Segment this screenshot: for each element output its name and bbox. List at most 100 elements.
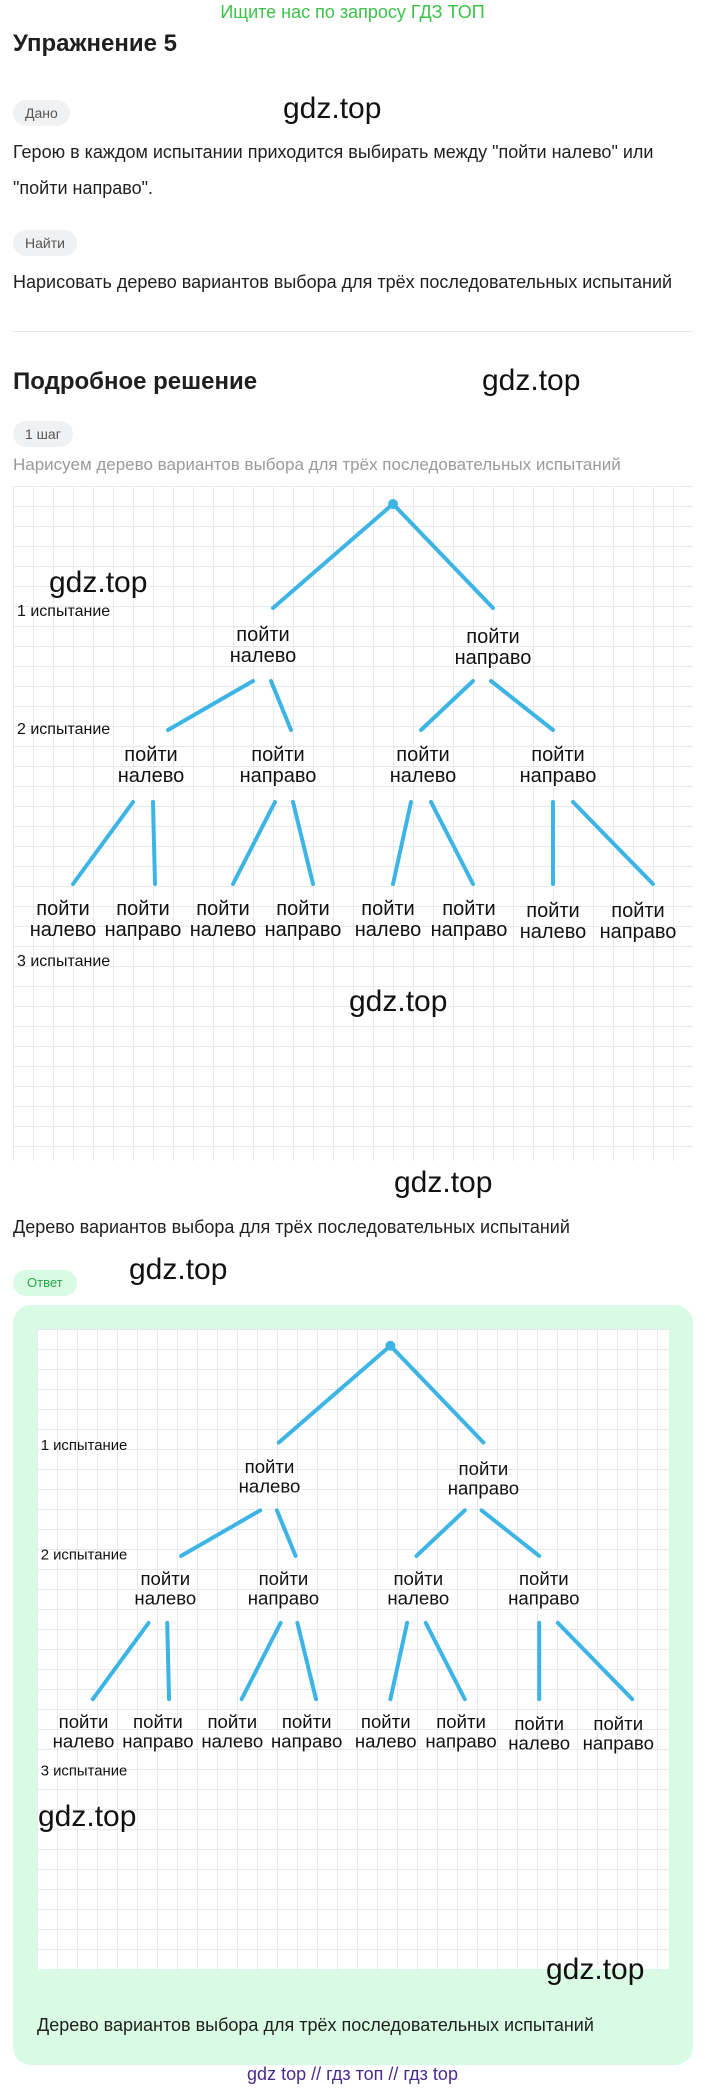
step-label: 1 шаг [13, 421, 73, 447]
exercise-title: Упражнение 5 [13, 30, 177, 57]
leaf-lrl-word-dir: налево [201, 1731, 263, 1752]
branch-line [71, 800, 135, 886]
branch-line [165, 1620, 172, 1702]
leaf-rlr-word-go: пойти [442, 898, 495, 920]
branch-line [489, 679, 555, 732]
leaf-lll-word-go: пойти [59, 1711, 109, 1732]
answer-caption: Дерево вариантов выбора для трёх последо… [37, 2015, 594, 2035]
leaf-rlr-word-dir: направо [431, 919, 508, 941]
leaf-rrl-word-go: пойти [526, 900, 579, 922]
node-left-left-word-dir: налево [134, 1587, 196, 1608]
branch-line [419, 679, 475, 732]
given-text-line-2: "пойти направо". [13, 178, 153, 198]
node-right-left-word-go: пойти [396, 744, 449, 766]
tree-svg: пойтиналевопойтинаправопойтиналевопойтин… [41, 1340, 654, 1779]
leaf-lrr-word-dir: направо [265, 919, 342, 941]
step-text: Нарисуем дерево вариантов выбора для трё… [13, 455, 621, 474]
node-left-right-word-dir: направо [248, 1587, 319, 1608]
leaf-llr-word-go: пойти [116, 898, 169, 920]
watermark: gdz.top [349, 985, 448, 1018]
branch-line [391, 800, 413, 886]
node-right-word-dir: направо [455, 647, 532, 669]
node-right-left-word-dir: налево [387, 1587, 449, 1608]
node-left-word-go: пойти [236, 624, 289, 646]
leaf-rrl-word-dir: налево [508, 1732, 570, 1753]
branch-line [166, 679, 255, 732]
leaf-rll-word-go: пойти [361, 898, 414, 920]
leaf-rll-word-go: пойти [361, 1711, 411, 1732]
trial-1-label: 1 испытание [41, 1438, 128, 1454]
root-node [385, 1340, 396, 1351]
trial-2-label: 2 испытание [17, 721, 110, 738]
branch-line [295, 1620, 318, 1702]
node-right-left-word-go: пойти [393, 1568, 443, 1589]
node-right-word-go: пойти [459, 1458, 509, 1479]
node-left-left-word-go: пойти [124, 744, 177, 766]
footer-links[interactable]: gdz top // гдз топ // гдз top [247, 2064, 458, 2084]
branch-line [231, 800, 277, 886]
root-node [388, 499, 398, 509]
node-left-left-word-go: пойти [140, 1568, 190, 1589]
solution-title: Подробное решение [13, 368, 258, 395]
node-left-word-dir: налево [230, 645, 296, 667]
node-right-right-word-dir: направо [520, 765, 597, 787]
top-banner[interactable]: Ищите нас по запросу ГДЗ ТОП [220, 2, 485, 22]
node-right-right-word-go: пойти [519, 1568, 569, 1589]
leaf-lrr-word-dir: направо [271, 1731, 342, 1752]
watermark: gdz.top [283, 92, 382, 125]
branch-line [90, 1620, 151, 1702]
leaf-lrl-word-dir: налево [190, 919, 256, 941]
trial-3-label: 3 испытание [17, 953, 110, 970]
leaf-rrr-word-go: пойти [593, 1713, 643, 1734]
watermark: gdz.top [394, 1166, 493, 1199]
tree-svg: пойтиналевопойтинаправопойтиналевопойтин… [17, 499, 677, 970]
branch-line [388, 1620, 410, 1702]
node-left-right-word-go: пойти [251, 744, 304, 766]
node-right-left-word-dir: налево [390, 765, 456, 787]
given-text-line-1: Герою в каждом испытании приходится выби… [13, 142, 654, 162]
watermark: gdz.top [38, 1800, 137, 1833]
branch-line [179, 1508, 263, 1558]
branch-line [391, 502, 495, 610]
leaf-lrl-word-go: пойти [196, 898, 249, 920]
trial-3-label: 3 испытание [41, 1763, 128, 1779]
leaf-lrr-word-go: пойти [276, 898, 329, 920]
branch-line [429, 800, 475, 886]
branch-line [269, 679, 293, 732]
leaf-lll-word-dir: налево [30, 919, 96, 941]
node-left-left-word-dir: налево [118, 765, 184, 787]
leaf-rll-word-dir: налево [355, 919, 421, 941]
node-left-word-go: пойти [245, 1456, 295, 1477]
leaf-rrl-word-go: пойти [514, 1713, 564, 1734]
branch-line [414, 1508, 467, 1558]
branch-line [479, 1508, 542, 1558]
find-text: Нарисовать дерево вариантов выбора для т… [13, 272, 673, 292]
solution-caption: Дерево вариантов выбора для трёх последо… [13, 1217, 570, 1237]
leaf-llr-word-go: пойти [133, 1711, 183, 1732]
watermark: gdz.top [49, 566, 148, 599]
section-divider [13, 331, 693, 332]
branch-line [291, 800, 315, 886]
node-left-word-dir: налево [239, 1476, 301, 1497]
branch-line [423, 1620, 467, 1702]
node-right-word-go: пойти [466, 626, 519, 648]
leaf-rrl-word-dir: налево [520, 921, 586, 943]
branch-line [151, 800, 157, 886]
given-label: Дано [13, 100, 70, 126]
watermark: gdz.top [482, 364, 581, 397]
leaf-rrr-word-dir: направо [600, 921, 677, 943]
leaf-rrr-word-go: пойти [611, 900, 664, 922]
leaf-lrr-word-go: пойти [282, 1711, 332, 1732]
branch-line [274, 1508, 298, 1558]
trial-2-label: 2 испытание [41, 1548, 128, 1564]
answer-label: Ответ [13, 1270, 77, 1296]
node-left-right-word-dir: направо [240, 765, 317, 787]
branch-line [276, 1343, 393, 1445]
leaf-lll-word-dir: налево [53, 1731, 115, 1752]
leaf-llr-word-dir: направо [122, 1731, 193, 1752]
node-right-word-dir: направо [448, 1478, 519, 1499]
branch-line [571, 800, 655, 886]
